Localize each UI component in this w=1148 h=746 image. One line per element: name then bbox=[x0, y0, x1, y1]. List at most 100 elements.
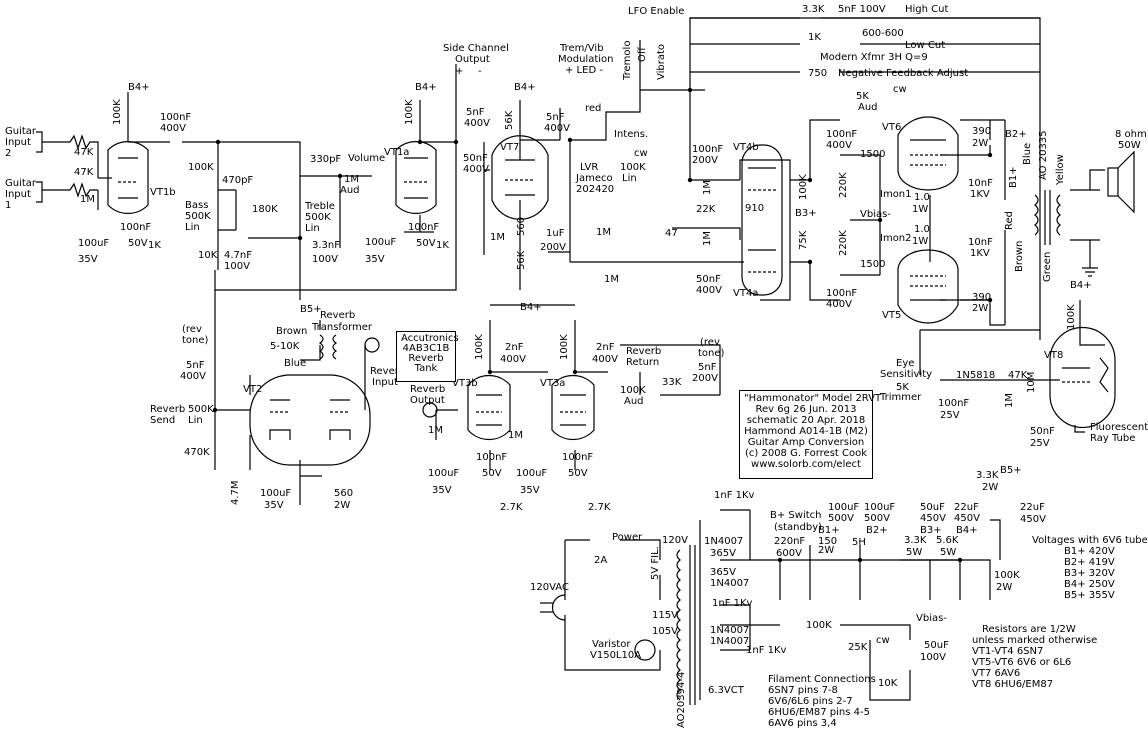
guitar2-line3: 2 bbox=[5, 148, 11, 159]
bswitch-1: B+ Switch bbox=[770, 510, 821, 521]
aud-a: Aud bbox=[858, 102, 878, 113]
side-plus: + bbox=[455, 66, 463, 77]
trem-vib-1: Trem/Vib bbox=[559, 43, 604, 54]
c100n-vt3a-2: 50V bbox=[568, 468, 588, 479]
title-line-4: Hammond A014-1B (M2) bbox=[744, 426, 868, 437]
r1m-eye: 1M bbox=[1004, 393, 1015, 408]
c22u-2: 450V bbox=[954, 513, 980, 524]
r560-2w-2: 2W bbox=[334, 500, 350, 511]
c22u-b5-1: 22uF bbox=[1020, 502, 1045, 513]
c10n-a-2: 1KV bbox=[970, 189, 990, 200]
r1m-vt4b: 1M bbox=[702, 180, 713, 195]
tube-vt2: VT2 bbox=[243, 374, 371, 466]
imon1: Imon1 bbox=[880, 189, 912, 200]
c100n-200-2: 200V bbox=[692, 155, 718, 166]
r150-1: 150 bbox=[818, 536, 837, 547]
filament-line-5: 6AV6 pins 3,4 bbox=[768, 718, 837, 729]
c2n-a-2: 400V bbox=[500, 354, 526, 365]
r150-2: 2W bbox=[818, 545, 834, 556]
vt6-label: VT6 bbox=[882, 122, 901, 133]
treble-pot-1: 500K bbox=[305, 212, 331, 223]
r100k-vt4: 100K bbox=[798, 174, 809, 200]
voltage-b2: B2+ 419V bbox=[1064, 557, 1115, 568]
tube-list-4: VT8 6HU6/EM87 bbox=[972, 679, 1054, 690]
xfmr-label-2: Modern Xfmr 3H Q=9 bbox=[820, 52, 928, 63]
vol-pot-2: Aud bbox=[340, 185, 360, 196]
bass-pot-1: 500K bbox=[185, 211, 211, 222]
c50n-eye-2: 25V bbox=[1030, 438, 1050, 449]
c47n-2: 100V bbox=[224, 261, 250, 272]
low-cut: Low Cut bbox=[905, 40, 945, 51]
vt4b-label: VT4b bbox=[733, 142, 759, 153]
c100n-400-b: 400V bbox=[160, 123, 186, 134]
r100k-bass: 100K bbox=[188, 162, 214, 173]
reverb-tank-line-2: 4AB3C1B bbox=[402, 343, 450, 354]
tremolo-label: Tremolo bbox=[622, 41, 633, 81]
guitar1-line3: 1 bbox=[5, 200, 11, 211]
blue2-label: Blue bbox=[1022, 143, 1033, 165]
t115: 115V bbox=[652, 610, 678, 621]
vct-label: 6.3VCT bbox=[708, 685, 745, 696]
r47m: 4.7M bbox=[230, 480, 241, 505]
reverb-tank-line-3: Reverb bbox=[408, 353, 444, 364]
rail-b1a: B1+ bbox=[1008, 166, 1019, 188]
r3k3-hc: 3.3K bbox=[802, 4, 825, 15]
r27k-b: 2.7K bbox=[588, 502, 611, 513]
r100k-vt1a: 100K bbox=[404, 99, 415, 125]
c330p: 330pF bbox=[310, 154, 341, 165]
tube-vt1b: VT1b bbox=[107, 141, 176, 214]
r47k-eye: 47K bbox=[1008, 370, 1028, 381]
r33k-5w-1: 3.3K bbox=[904, 535, 927, 546]
title-line-2: Rev 6g 26 Jun. 2013 bbox=[755, 404, 857, 415]
c470p: 470pF bbox=[222, 175, 253, 186]
r470k: 470K bbox=[184, 447, 210, 458]
c10n-b-1: 10nF bbox=[968, 237, 993, 248]
c5n-side-1: 5nF bbox=[466, 107, 485, 118]
c100n-50-b-2: 50V bbox=[416, 238, 436, 249]
trem-vib-3: + LED - bbox=[565, 65, 603, 76]
nfb-label: Negative Feedback Adjust bbox=[838, 68, 968, 79]
lfo-enable: LFO Enable bbox=[628, 6, 684, 17]
vt3a-label: VT3a bbox=[540, 378, 565, 389]
c50n-vt7-1: 50nF bbox=[463, 153, 488, 164]
c100n-vt6-2: 400V bbox=[826, 140, 852, 151]
ot-label: AO 20335 bbox=[1038, 130, 1049, 180]
treble-label: Treble bbox=[304, 201, 335, 212]
r56k-a: 56K bbox=[504, 110, 515, 130]
reverb-output-1: Reverb bbox=[410, 384, 445, 395]
r910: 910 bbox=[745, 203, 764, 214]
c100u-vt2-2: 35V bbox=[264, 500, 284, 511]
c5n-rev-1: 5nF bbox=[186, 360, 205, 371]
title-line-7: www.solorb.com/elect bbox=[751, 459, 861, 470]
r1m-vt4a: 1M bbox=[702, 231, 713, 246]
c22u-1: 22uF bbox=[954, 502, 979, 513]
r390-b-2: 2W bbox=[972, 303, 988, 314]
green-label: Green bbox=[1042, 252, 1053, 282]
c50n-eye-1: 50nF bbox=[1030, 426, 1055, 437]
c5n-side-2: 400V bbox=[464, 118, 490, 129]
vbias-a: Vbias- bbox=[860, 209, 891, 220]
labels: Guitar Input 2 Guitar Input 1 47K 47K 1M… bbox=[5, 4, 1148, 728]
c100u-a-2: 35V bbox=[78, 254, 98, 265]
c2n-b-2: 400V bbox=[592, 354, 618, 365]
eye-1: Eye bbox=[896, 358, 914, 369]
rev-tone2-1: (rev bbox=[700, 337, 720, 348]
r100k-2w-2: 2W bbox=[996, 582, 1012, 593]
c50u-2: 450V bbox=[920, 513, 946, 524]
r1k-b: 1K bbox=[436, 240, 449, 251]
varistor-1: Varistor bbox=[592, 639, 631, 650]
c100u-a-1: 100uF bbox=[78, 238, 109, 249]
cw-c: cw bbox=[876, 635, 890, 646]
c50u-bias-2: 100V bbox=[920, 652, 946, 663]
rev-tone-1: (rev bbox=[182, 324, 202, 335]
ohm-w-label: 50W bbox=[1118, 140, 1141, 151]
reverb-return-1: Reverb bbox=[626, 346, 661, 357]
reverb-output-2: Output bbox=[410, 395, 445, 406]
voltages-title: Voltages with 6V6 tubes bbox=[1032, 535, 1148, 546]
t365a: 365V bbox=[710, 548, 736, 559]
c1n-c: 1nF 1Kv bbox=[746, 645, 787, 656]
c1n-a: 1nF 1Kv bbox=[714, 490, 755, 501]
treble-pot-2: Lin bbox=[305, 223, 320, 234]
c100n-vt6-1: 100nF bbox=[826, 129, 857, 140]
ret-pot-2: Aud bbox=[624, 396, 644, 407]
